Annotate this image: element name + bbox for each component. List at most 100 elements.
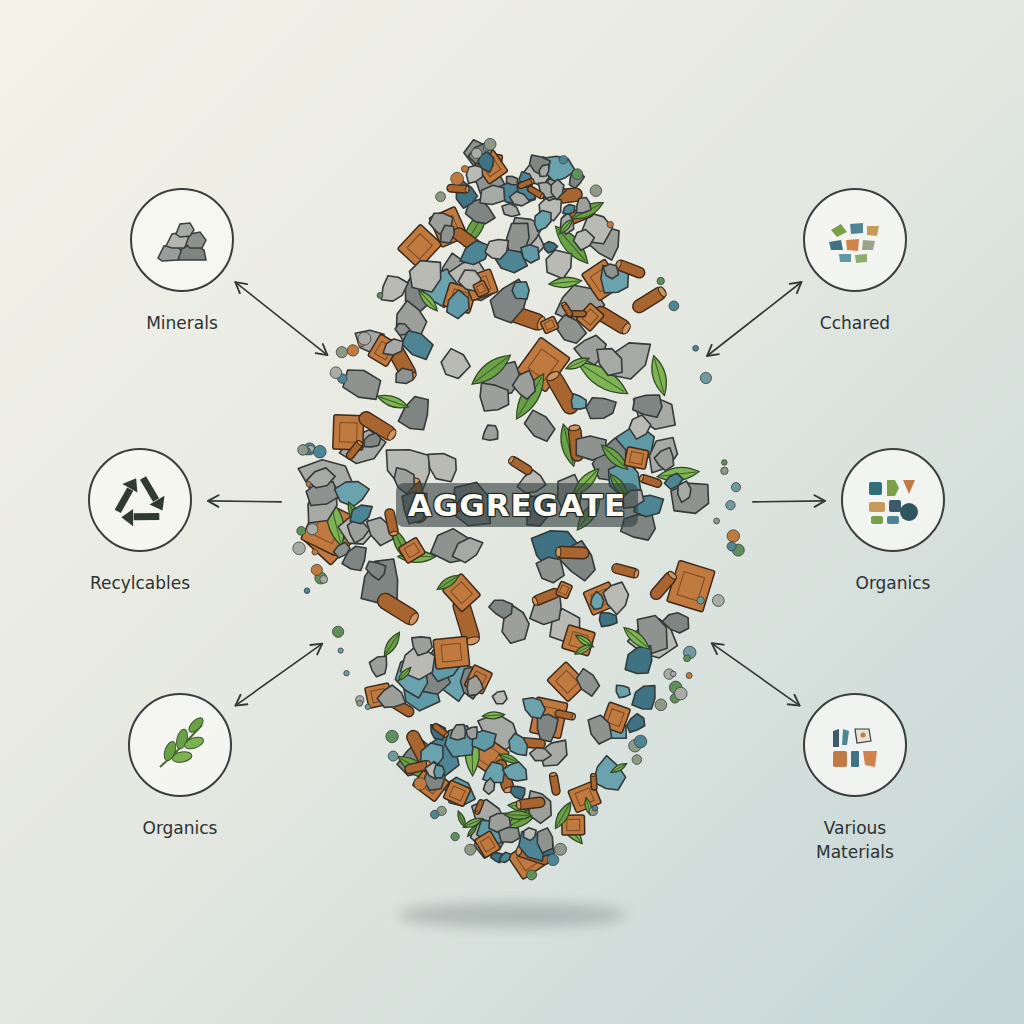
pebble — [358, 332, 371, 345]
leaf-vein — [557, 804, 570, 826]
drawing-part — [120, 500, 159, 535]
pile-piece — [346, 500, 377, 528]
pile-piece — [589, 591, 606, 612]
drawing-part — [869, 482, 882, 495]
rock — [535, 555, 565, 585]
pile-piece — [397, 393, 433, 433]
rock — [483, 233, 512, 263]
pile-piece — [610, 761, 628, 774]
blue-stone — [440, 288, 475, 322]
category-icon — [805, 695, 905, 795]
drawing-part — [122, 477, 142, 497]
drawing-part — [861, 733, 866, 738]
category-icon — [90, 450, 190, 550]
pile-piece — [621, 624, 653, 653]
rock — [589, 342, 629, 381]
connector-arrow — [707, 282, 802, 356]
pebble — [655, 699, 667, 711]
wood-rod — [531, 587, 561, 607]
pile-piece — [531, 587, 561, 607]
rock — [394, 320, 411, 337]
rock — [461, 673, 487, 700]
rock — [601, 581, 634, 617]
pebble — [365, 704, 370, 709]
pile-piece — [611, 563, 640, 579]
wood-rod — [611, 563, 640, 579]
rock — [557, 538, 602, 584]
pile-piece — [573, 642, 593, 656]
leaf — [573, 642, 593, 656]
rock — [406, 629, 436, 659]
wood-block — [556, 581, 573, 599]
blue-stone — [529, 207, 556, 234]
rod-end — [639, 474, 644, 482]
drawing-part — [150, 496, 165, 511]
wood-rod — [517, 178, 535, 190]
pebble — [330, 367, 342, 379]
pile-piece — [630, 285, 668, 315]
blue-stone — [508, 784, 526, 800]
wood-grain — [476, 284, 485, 294]
pebble — [555, 843, 567, 855]
drawing-part — [855, 254, 867, 263]
wood-rod — [614, 259, 646, 280]
pile-piece — [632, 393, 663, 418]
connector-arrow — [235, 644, 322, 706]
pebble — [465, 844, 476, 855]
blue-stone — [561, 202, 578, 217]
wood-block — [624, 447, 649, 470]
pile-piece — [556, 546, 589, 559]
wood-rod — [549, 772, 561, 796]
center-title: AGGREGATE — [396, 483, 638, 527]
wood-rod — [345, 440, 364, 461]
pile-piece — [473, 280, 490, 297]
leaf-vein — [484, 715, 503, 716]
pile-piece — [463, 723, 482, 742]
pile-piece — [394, 320, 411, 337]
pebble — [657, 277, 664, 284]
rod-end — [508, 456, 515, 465]
drawing-part — [134, 506, 160, 528]
leaf-vein — [560, 220, 571, 233]
pile-piece — [498, 751, 521, 765]
blue-stone — [590, 753, 627, 793]
rock — [362, 432, 383, 449]
drawing-part — [846, 239, 859, 251]
pile-piece — [551, 179, 564, 200]
wood-grain — [630, 452, 644, 465]
pile-piece — [504, 810, 532, 819]
pile-piece — [589, 342, 629, 381]
pile-piece — [393, 366, 416, 388]
rock — [661, 608, 693, 636]
rock — [487, 595, 515, 621]
rock — [496, 823, 522, 847]
rod-end — [667, 570, 678, 580]
rod-end — [545, 370, 560, 383]
rock — [469, 373, 515, 419]
pile-piece — [416, 288, 441, 314]
pile-piece — [624, 447, 649, 470]
pile-piece — [574, 666, 601, 699]
category-label: Organics — [856, 572, 931, 596]
pebble — [726, 501, 735, 510]
wood-block — [433, 636, 470, 669]
pile-piece — [362, 432, 383, 449]
rock — [332, 541, 352, 558]
rod-end — [540, 193, 545, 199]
wood-rod — [555, 709, 576, 720]
pile-piece — [623, 712, 647, 735]
leaf-vein — [500, 755, 517, 762]
pile-piece — [448, 534, 487, 567]
pile-piece — [461, 673, 487, 700]
drawing-part — [186, 715, 205, 734]
drawing-part — [143, 478, 165, 511]
drawing-part — [831, 224, 847, 237]
leaf-vein — [380, 397, 406, 406]
leaf — [466, 824, 479, 838]
leaf — [381, 630, 403, 659]
pile-piece — [433, 636, 470, 669]
wood-grain — [567, 819, 580, 831]
pebble — [297, 527, 306, 536]
wood-rod — [556, 546, 589, 559]
